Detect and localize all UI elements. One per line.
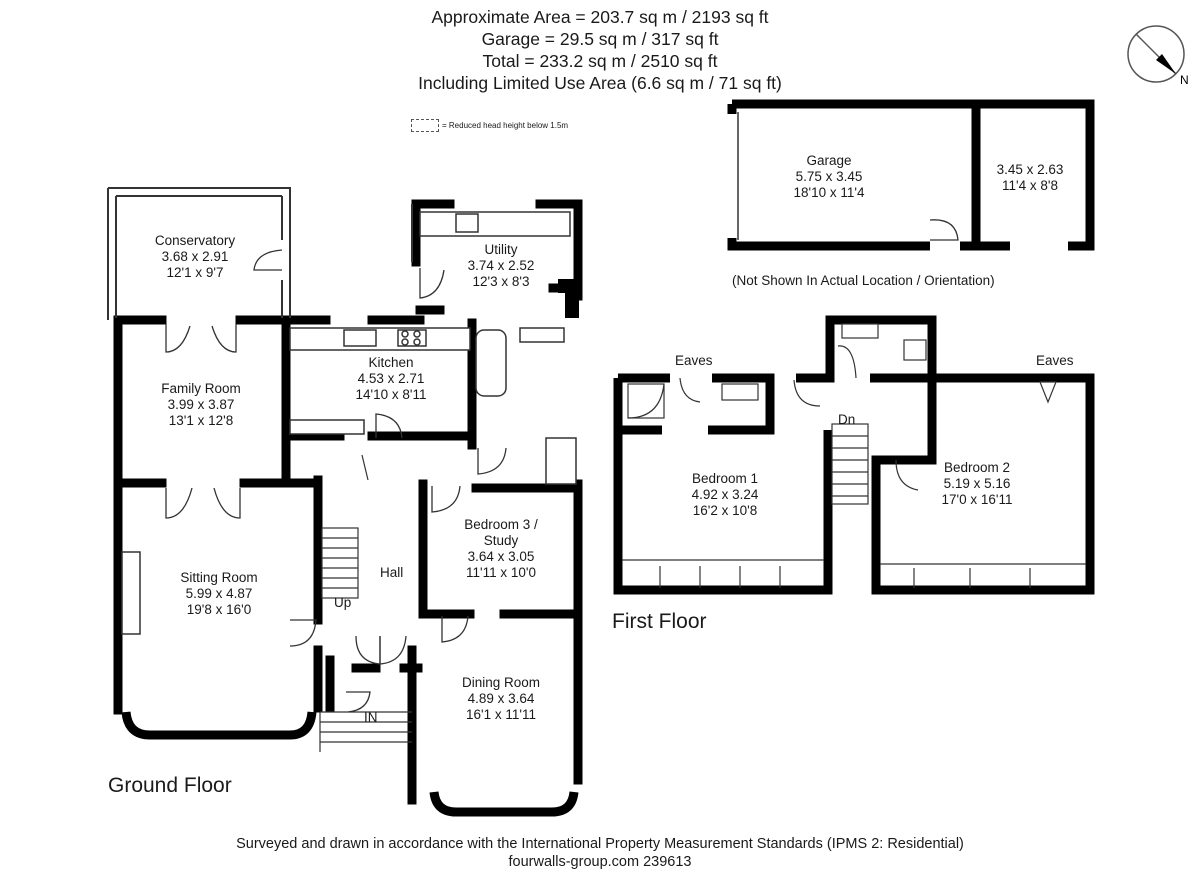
label-in: IN xyxy=(364,710,378,725)
room-bedroom2: Bedroom 2 5.19 x 5.16 17'0 x 16'11 xyxy=(941,460,1013,507)
room-bedroom1: Bedroom 1 4.92 x 3.24 16'2 x 10'8 xyxy=(691,471,759,518)
garage-area: Garage = 29.5 sq m / 317 sq ft xyxy=(481,29,719,49)
footer: Surveyed and drawn in accordance with th… xyxy=(100,835,1100,871)
label-dn: Dn xyxy=(838,412,856,427)
limited-use-area: Including Limited Use Area (6.6 sq m / 7… xyxy=(418,73,782,93)
footer-standards: Surveyed and drawn in accordance with th… xyxy=(236,836,964,852)
ground-floor-title: Ground Floor xyxy=(108,774,232,797)
label-up: Up xyxy=(334,595,352,610)
total-area: Total = 233.2 sq m / 2510 sq ft xyxy=(482,51,718,71)
room-family: Family Room 3.99 x 3.87 13'1 x 12'8 xyxy=(161,381,241,428)
room-sitting: Sitting Room 5.99 x 4.87 19'8 x 16'0 xyxy=(180,570,258,617)
label-eaves-right: Eaves xyxy=(1036,353,1074,368)
compass-north-label: N xyxy=(1180,73,1189,87)
room-conservatory: Conservatory 3.68 x 2.91 12'1 x 9'7 xyxy=(154,233,236,280)
area-summary: Approximate Area = 203.7 sq m / 2193 sq … xyxy=(300,6,900,94)
first-floor-title: First Floor xyxy=(612,610,707,633)
legend: = Reduced head height below 1.5m xyxy=(411,119,568,132)
not-shown-note: (Not Shown In Actual Location / Orientat… xyxy=(732,273,995,288)
room-garage: Garage 5.75 x 3.45 18'10 x 11'4 xyxy=(793,153,865,200)
room-utility: Utility 3.74 x 2.52 12'3 x 8'3 xyxy=(467,242,535,289)
footer-reference: fourwalls-group.com 239613 xyxy=(508,854,692,870)
room-dining: Dining Room 4.89 x 3.64 16'1 x 11'11 xyxy=(461,675,541,722)
legend-text: = Reduced head height below 1.5m xyxy=(442,121,569,130)
approximate-area: Approximate Area = 203.7 sq m / 2193 sq … xyxy=(431,7,769,27)
room-bedroom3: Bedroom 3 / Study 3.64 x 3.05 11'11 x 10… xyxy=(464,517,538,580)
label-hall: Hall xyxy=(380,565,404,580)
room-store: 3.45 x 2.63 11'4 x 8'8 xyxy=(996,162,1064,193)
legend-dashed-box xyxy=(411,119,439,132)
compass-icon: N xyxy=(1127,25,1189,87)
room-kitchen: Kitchen 4.53 x 2.71 14'10 x 8'11 xyxy=(355,355,427,402)
label-eaves-left: Eaves xyxy=(675,353,713,368)
